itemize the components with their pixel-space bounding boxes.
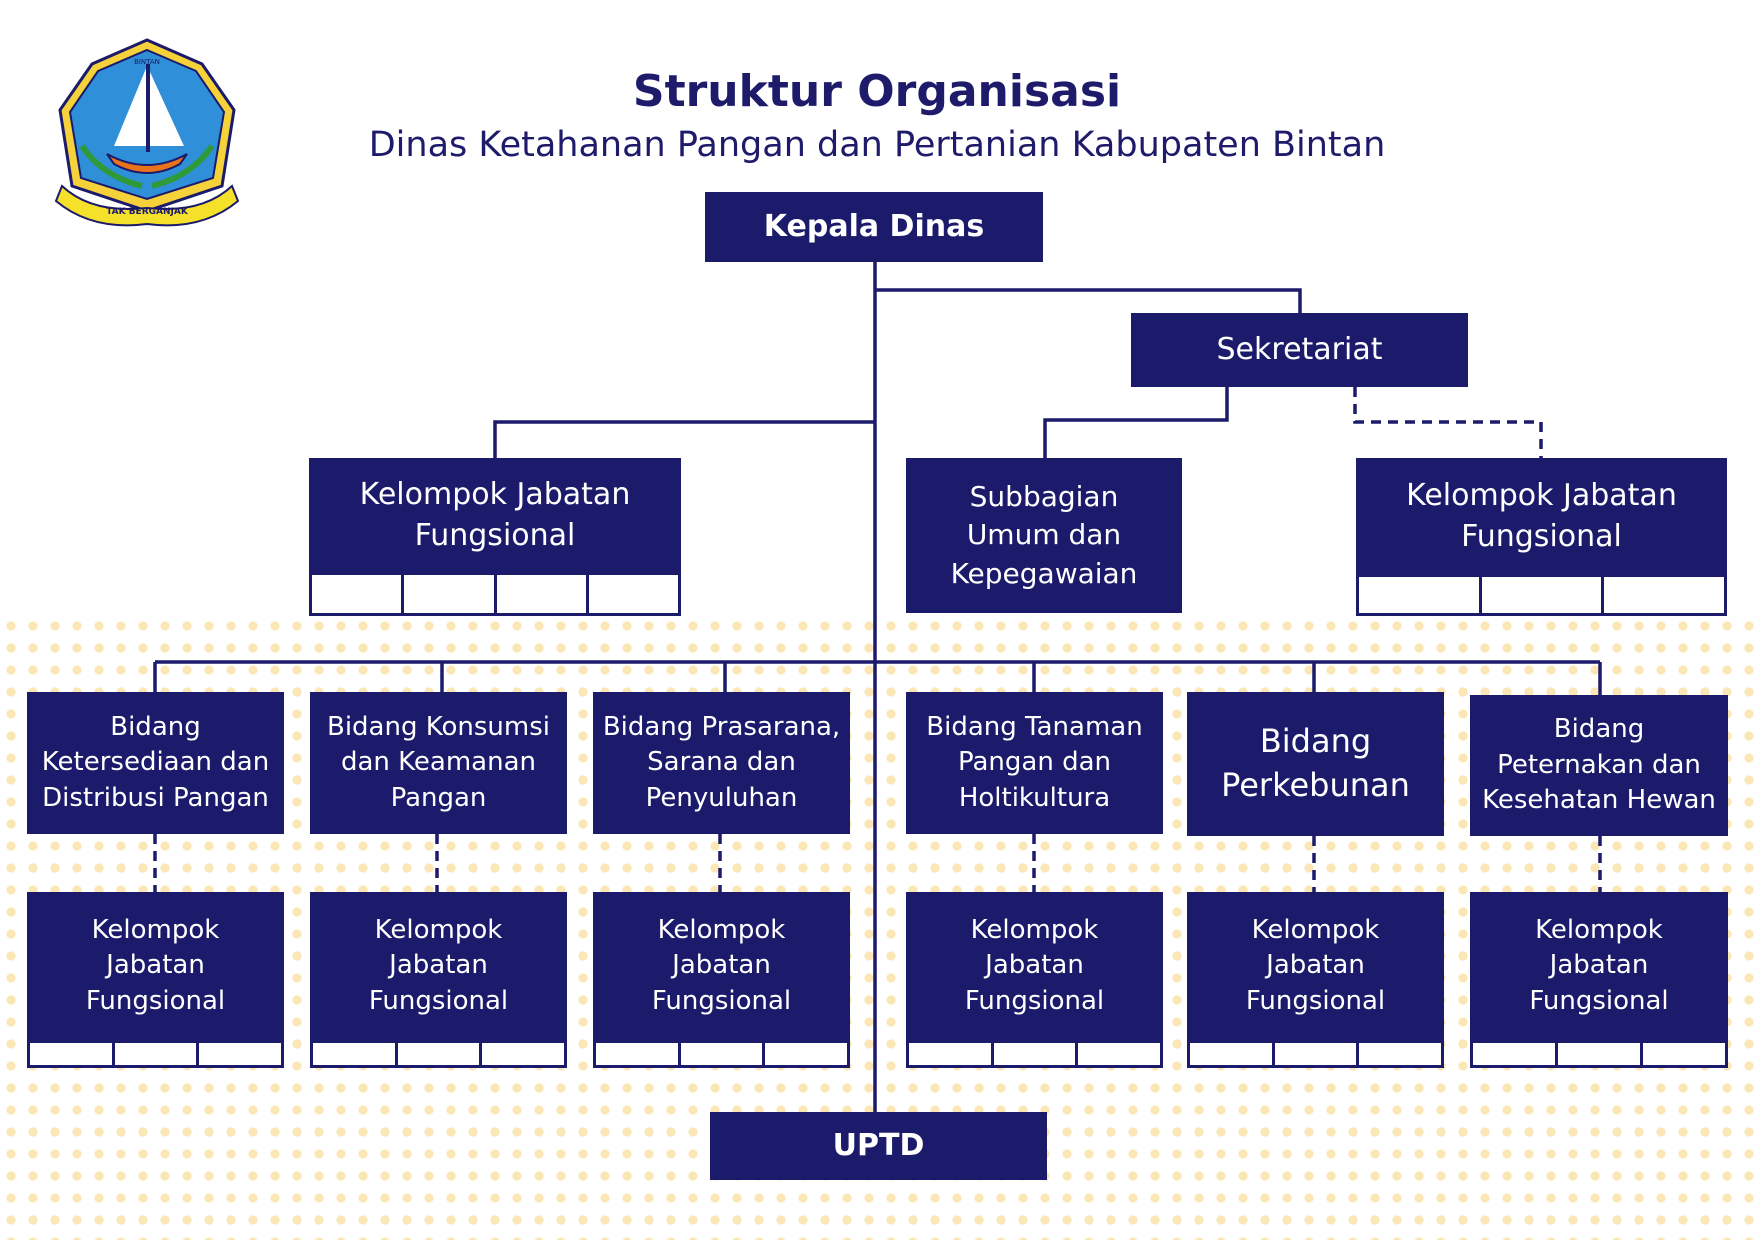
division-functional-cells xyxy=(1187,1040,1444,1068)
secretariat-label: Sekretariat xyxy=(1216,332,1383,368)
division-box: Bidang Konsumsi dan Keamanan Pangan xyxy=(310,692,567,834)
secretariat-box: Sekretariat xyxy=(1131,313,1468,387)
division-functional-box: Kelompok Jabatan Fungsional xyxy=(906,892,1163,1040)
uptd-label: UPTD xyxy=(832,1128,925,1164)
division-functional-box: Kelompok Jabatan Fungsional xyxy=(1187,892,1444,1040)
division-label: Bidang Ketersediaan dan Distribusi Panga… xyxy=(41,711,270,813)
division-label: Bidang Prasarana, Sarana dan Penyuluhan xyxy=(602,711,841,813)
uptd-box: UPTD xyxy=(710,1112,1047,1180)
division-functional-label: Kelompok Jabatan Fungsional xyxy=(964,914,1105,1016)
functional-group-left-box: Kelompok Jabatan Fungsional xyxy=(309,458,681,572)
functional-group-right-label: Kelompok Jabatan Fungsional xyxy=(1406,477,1677,554)
division-functional-cells xyxy=(1470,1040,1728,1068)
page-subtitle: Dinas Ketahanan Pangan dan Pertanian Kab… xyxy=(368,125,1386,165)
division-functional-box: Kelompok Jabatan Fungsional xyxy=(593,892,850,1040)
division-label: Bidang Konsumsi dan Keamanan Pangan xyxy=(326,711,550,813)
functional-group-left-label: Kelompok Jabatan Fungsional xyxy=(359,476,631,553)
division-label: Bidang Peternakan dan Kesehatan Hewan xyxy=(1482,714,1716,816)
division-functional-cells xyxy=(27,1040,284,1068)
general-affairs-label: Subbagian Umum dan Kepegawaian xyxy=(950,479,1138,590)
division-box: Bidang Prasarana, Sarana dan Penyuluhan xyxy=(593,692,850,834)
functional-group-right-cells xyxy=(1356,574,1727,616)
functional-group-left-cells xyxy=(309,572,681,616)
division-box: Bidang Perkebunan xyxy=(1187,692,1444,836)
division-functional-box: Kelompok Jabatan Fungsional xyxy=(1470,892,1728,1040)
division-functional-box: Kelompok Jabatan Fungsional xyxy=(27,892,284,1040)
functional-group-right-box: Kelompok Jabatan Fungsional xyxy=(1356,458,1727,574)
head-of-agency-box: Kepala Dinas xyxy=(705,192,1043,262)
division-functional-label: Kelompok Jabatan Fungsional xyxy=(368,914,509,1016)
division-label: Bidang Tanaman Pangan dan Holtikultura xyxy=(926,711,1143,813)
division-functional-label: Kelompok Jabatan Fungsional xyxy=(1245,914,1386,1016)
division-box: Bidang Ketersediaan dan Distribusi Panga… xyxy=(27,692,284,834)
division-functional-cells xyxy=(906,1040,1163,1068)
division-functional-cells xyxy=(310,1040,567,1068)
bintan-regency-emblem-icon: BINTAN TAK BERGANJAK xyxy=(54,38,240,227)
head-of-agency-label: Kepala Dinas xyxy=(763,209,985,245)
secretariat-to-subbagian-line xyxy=(1043,387,1229,458)
division-label: Bidang Perkebunan xyxy=(1221,722,1410,804)
head-to-secretariat-line xyxy=(875,288,1302,313)
division-functional-cells xyxy=(593,1040,850,1068)
division-functional-label: Kelompok Jabatan Fungsional xyxy=(85,914,226,1016)
division-box: Bidang Tanaman Pangan dan Holtikultura xyxy=(906,692,1163,834)
page-title: Struktur Organisasi xyxy=(632,66,1122,117)
head-to-functional-left-line xyxy=(493,420,875,458)
svg-text:BINTAN: BINTAN xyxy=(134,58,160,66)
svg-text:TAK BERGANJAK: TAK BERGANJAK xyxy=(106,207,189,217)
general-affairs-box: Subbagian Umum dan Kepegawaian xyxy=(906,458,1182,613)
secretariat-to-functional-right-dashed-line xyxy=(1353,387,1543,458)
division-functional-label: Kelompok Jabatan Fungsional xyxy=(651,914,792,1016)
division-box: Bidang Peternakan dan Kesehatan Hewan xyxy=(1470,695,1728,836)
division-functional-label: Kelompok Jabatan Fungsional xyxy=(1529,914,1669,1016)
division-functional-box: Kelompok Jabatan Fungsional xyxy=(310,892,567,1040)
